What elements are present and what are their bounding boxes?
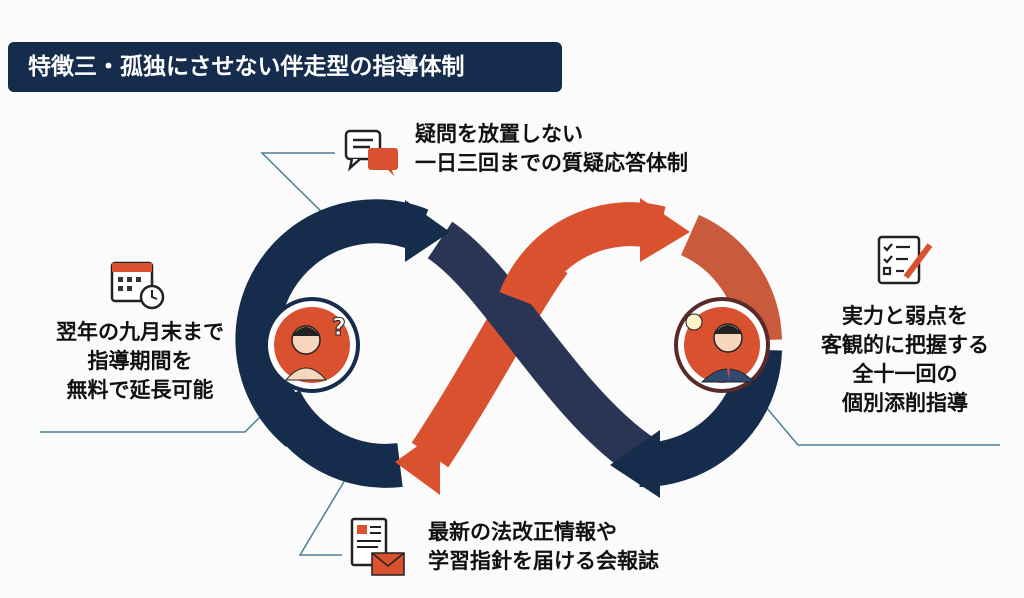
arrowhead-orange-bottom — [395, 430, 440, 495]
teacher-avatar — [674, 297, 770, 393]
text-line: 全十一回の — [852, 362, 958, 386]
text-line: 一日三回までの質疑応答体制 — [415, 151, 688, 175]
page-title: 特徴三・孤独にさせない伴走型の指導体制 — [8, 42, 562, 92]
arrowhead-navy-top — [405, 200, 450, 262]
text-line: 疑問を放置しない — [415, 122, 583, 146]
feature-right-text: 実力と弱点を 客観的に把握する 全十一回の 個別添削指導 — [790, 302, 1020, 418]
text-line: 個別添削指導 — [842, 391, 968, 415]
text-line: 翌年の九月末まで — [56, 320, 224, 344]
text-line: 実力と弱点を — [842, 304, 968, 328]
text-line: 無料で延長可能 — [66, 378, 214, 402]
calendar-clock-icon — [108, 257, 168, 312]
student-avatar: ? — [264, 297, 360, 393]
text-line: 客観的に把握する — [821, 333, 989, 357]
navy-arc-left-bottom — [260, 389, 403, 488]
chat-bubbles-icon — [342, 128, 402, 178]
text-line: 学習指針を届ける会報誌 — [428, 549, 659, 573]
feature-left-text: 翌年の九月末まで 指導期間を 無料で延長可能 — [30, 318, 250, 405]
feature-top-text: 疑問を放置しない 一日三回までの質疑応答体制 — [415, 120, 688, 178]
arrowhead-orange-top — [640, 198, 690, 262]
orange-arc-right-top — [499, 202, 666, 309]
arrowhead-navy-bottom — [610, 430, 660, 498]
checklist-pencil-icon — [876, 235, 936, 285]
text-line: 最新の法改正情報や — [428, 520, 617, 544]
text-line: 指導期間を — [87, 349, 193, 373]
navy-arc-cross — [427, 221, 653, 474]
navy-arc-left-top — [235, 199, 429, 447]
feature-bottom-text: 最新の法改正情報や 学習指針を届ける会報誌 — [428, 518, 659, 576]
svg-text:?: ? — [332, 313, 346, 341]
newsletter-mail-icon — [348, 517, 410, 579]
